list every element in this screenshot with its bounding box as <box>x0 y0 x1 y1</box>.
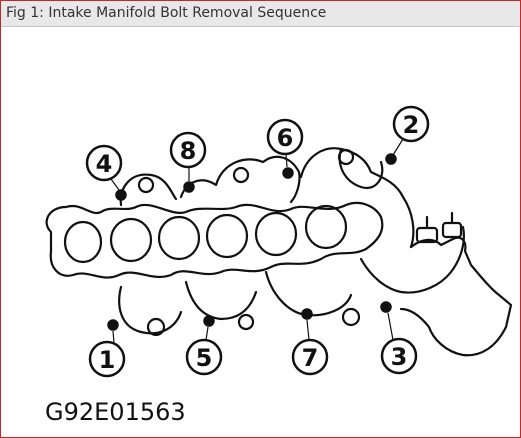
port-1 <box>63 220 103 264</box>
callout-label-6: 6 <box>277 124 294 152</box>
port-6 <box>304 204 348 250</box>
callout-label-1: 1 <box>99 346 116 374</box>
port-2 <box>109 217 153 263</box>
lower-boss-3 <box>341 307 361 327</box>
callout-label-7: 7 <box>302 344 319 372</box>
upper-boss-2 <box>232 166 250 184</box>
callout-circle-8 <box>169 131 207 169</box>
bolt-2 <box>385 153 397 165</box>
port-5 <box>254 211 298 257</box>
figure-code: G92E01563 <box>45 398 186 426</box>
sensor-block-2 <box>441 221 463 239</box>
upper-boss-1 <box>137 176 155 194</box>
bolt-7 <box>301 308 313 320</box>
throttle-housing <box>399 236 513 357</box>
callout-circle-4 <box>85 144 123 182</box>
upper-runners <box>119 147 415 249</box>
callout-circle-2 <box>392 105 430 143</box>
callout-label-4: 4 <box>96 150 113 178</box>
lower-boss-2 <box>237 313 255 331</box>
callout-label-5: 5 <box>196 344 213 372</box>
callout-circle-6 <box>266 118 304 156</box>
port-3 <box>157 215 201 261</box>
bolt-4 <box>115 189 127 201</box>
bolt-3 <box>380 301 392 313</box>
bolt-5 <box>203 315 215 327</box>
bolt-6 <box>282 167 294 179</box>
upper-boss-3 <box>337 148 355 166</box>
figure-titlebar: Fig 1: Intake Manifold Bolt Removal Sequ… <box>1 1 520 27</box>
callout-label-3: 3 <box>391 343 408 371</box>
callout-circle-7 <box>291 338 329 376</box>
lower-boss-1 <box>146 317 166 337</box>
callout-label-2: 2 <box>403 111 420 139</box>
manifold-flange <box>45 201 384 279</box>
manifold-diagram: 1 2 3 4 5 6 7 8 <box>45 105 513 378</box>
figure-title: Fig 1: Intake Manifold Bolt Removal Sequ… <box>6 5 327 21</box>
callout-circle-1 <box>88 340 126 378</box>
callout-circle-5 <box>185 338 223 376</box>
callout-circle-3 <box>380 337 418 375</box>
callout-label-8: 8 <box>180 137 197 165</box>
bolt-8 <box>183 181 195 193</box>
port-4 <box>205 213 249 259</box>
bolt-1 <box>107 319 119 331</box>
lower-runners <box>118 225 465 335</box>
